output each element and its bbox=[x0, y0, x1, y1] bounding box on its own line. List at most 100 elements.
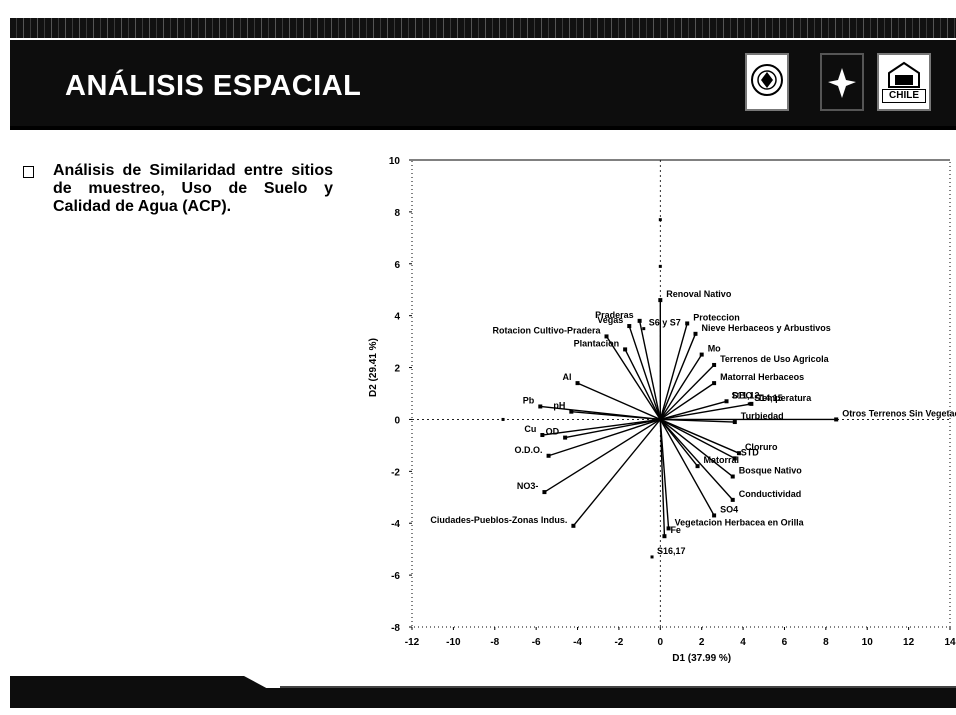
loading-vector-marker bbox=[627, 324, 632, 329]
slide-footer bbox=[10, 688, 956, 708]
loading-vector bbox=[659, 333, 697, 420]
x-tick-label: 14 bbox=[944, 637, 956, 648]
page-title: ANÁLISIS ESPACIAL bbox=[65, 70, 362, 102]
vector-label: Pb bbox=[523, 395, 535, 405]
header-top-strip bbox=[10, 18, 956, 38]
loading-vector-marker bbox=[712, 362, 717, 367]
y-axis-label: D2 (29.41 %) bbox=[368, 338, 379, 397]
vector-label: OD bbox=[546, 427, 560, 437]
loading-vector-marker bbox=[712, 513, 717, 518]
bullet-checkbox-icon bbox=[23, 166, 34, 178]
loading-vector-marker bbox=[542, 490, 547, 495]
x-tick-label: 10 bbox=[862, 637, 874, 648]
loading-vector bbox=[659, 419, 670, 529]
vector-label: Vegetacion Herbacea en Orilla bbox=[675, 517, 805, 527]
x-tick-label: -10 bbox=[446, 637, 461, 648]
loading-vector-marker bbox=[623, 347, 628, 352]
vector-label: Cloruro bbox=[745, 442, 778, 452]
vector-label: Al bbox=[563, 372, 572, 382]
loading-vector bbox=[659, 418, 734, 478]
loading-vector-marker bbox=[538, 404, 543, 409]
vector-label: Ciudades-Pueblos-Zonas Indus. bbox=[430, 515, 567, 525]
x-tick-label: 2 bbox=[699, 637, 705, 648]
observation-label: S16,17 bbox=[657, 546, 686, 556]
x-tick-label: 12 bbox=[903, 637, 915, 648]
vector-label: Renoval Nativo bbox=[666, 289, 732, 299]
chile-government-logo: CHILE bbox=[877, 53, 931, 111]
footer-rule bbox=[280, 686, 956, 688]
vector-label: Proteccion bbox=[693, 312, 740, 322]
loading-vector-marker bbox=[637, 318, 642, 323]
y-tick-label: 10 bbox=[389, 156, 401, 167]
loading-vector-marker bbox=[658, 298, 663, 303]
loading-vector bbox=[659, 419, 715, 516]
x-tick-label: 8 bbox=[823, 637, 829, 648]
plot-frame bbox=[411, 159, 951, 628]
loading-vector-marker bbox=[712, 381, 717, 386]
loading-vector bbox=[544, 418, 661, 493]
loading-vector bbox=[542, 418, 661, 436]
loading-vector-marker bbox=[546, 453, 551, 458]
vector-label: Otros Terrenos Sin Vegetacion bbox=[842, 408, 956, 418]
loading-vector-marker bbox=[695, 464, 700, 469]
vector-label: Fe bbox=[670, 525, 681, 535]
loading-vector-marker bbox=[662, 534, 667, 539]
x-tick-label: 6 bbox=[782, 637, 788, 648]
y-tick-label: 8 bbox=[394, 208, 400, 219]
y-tick-label: -2 bbox=[391, 467, 400, 478]
vector-label: pH bbox=[553, 401, 565, 411]
bullet-text: Análisis de Similaridad entre sitios de … bbox=[53, 162, 333, 215]
loading-vector-marker bbox=[575, 381, 580, 386]
observation-point bbox=[650, 555, 654, 559]
loading-vector bbox=[659, 364, 715, 420]
loading-vector bbox=[660, 418, 740, 454]
vector-label: Praderas bbox=[595, 310, 634, 320]
loading-vector bbox=[548, 418, 661, 457]
loading-vector-marker bbox=[732, 456, 737, 461]
y-tick-label: 2 bbox=[394, 364, 400, 375]
vector-label: Plantacion bbox=[574, 338, 620, 348]
x-tick-label: -2 bbox=[614, 637, 623, 648]
y-tick-label: -8 bbox=[391, 623, 400, 634]
vector-label: Bosque Nativo bbox=[739, 466, 803, 476]
loading-vector-marker bbox=[730, 497, 735, 502]
vector-label: SO4 bbox=[720, 504, 738, 514]
loading-vector-marker bbox=[685, 321, 690, 326]
loading-vector-marker bbox=[540, 433, 545, 438]
vector-label: Temperatura bbox=[757, 393, 812, 403]
observation-label: S14,15 bbox=[754, 393, 783, 403]
loading-vector bbox=[624, 349, 661, 420]
vector-label: Turbiedad bbox=[741, 411, 784, 421]
vector-label: Cu bbox=[524, 424, 536, 434]
vector-label: DBO bbox=[733, 390, 753, 400]
vector-label: O.D.O. bbox=[515, 445, 543, 455]
observation-point bbox=[747, 402, 751, 406]
loading-vector bbox=[628, 325, 661, 420]
observation-point bbox=[725, 399, 729, 403]
vector-label: Rotacion Cultivo-Pradera bbox=[492, 325, 601, 335]
loading-vector-marker bbox=[693, 331, 698, 336]
y-tick-label: -4 bbox=[391, 519, 400, 530]
loading-vector-marker bbox=[563, 435, 568, 440]
x-tick-label: 0 bbox=[658, 637, 664, 648]
x-tick-label: 4 bbox=[740, 637, 746, 648]
loading-vector bbox=[660, 400, 727, 421]
y-tick-label: 0 bbox=[394, 415, 400, 426]
loading-vector bbox=[638, 320, 661, 420]
loading-vector bbox=[659, 382, 715, 421]
vector-label: Conductividad bbox=[739, 489, 802, 499]
x-tick-label: -8 bbox=[490, 637, 499, 648]
observation-point bbox=[658, 218, 662, 222]
y-tick-label: 6 bbox=[394, 260, 400, 271]
observation-point bbox=[658, 264, 662, 268]
loading-vector-marker bbox=[834, 417, 839, 422]
loading-vector-marker bbox=[604, 334, 609, 339]
vector-label: Mo bbox=[708, 344, 721, 354]
loading-vector bbox=[564, 418, 661, 439]
loading-vector-marker bbox=[749, 401, 754, 406]
chile-logo-text: CHILE bbox=[882, 89, 926, 103]
vector-label: Vegas bbox=[597, 315, 623, 325]
slide-header: ANÁLISIS ESPACIAL bbox=[10, 40, 956, 126]
vector-label: Matorral Herbaceos bbox=[720, 372, 804, 382]
